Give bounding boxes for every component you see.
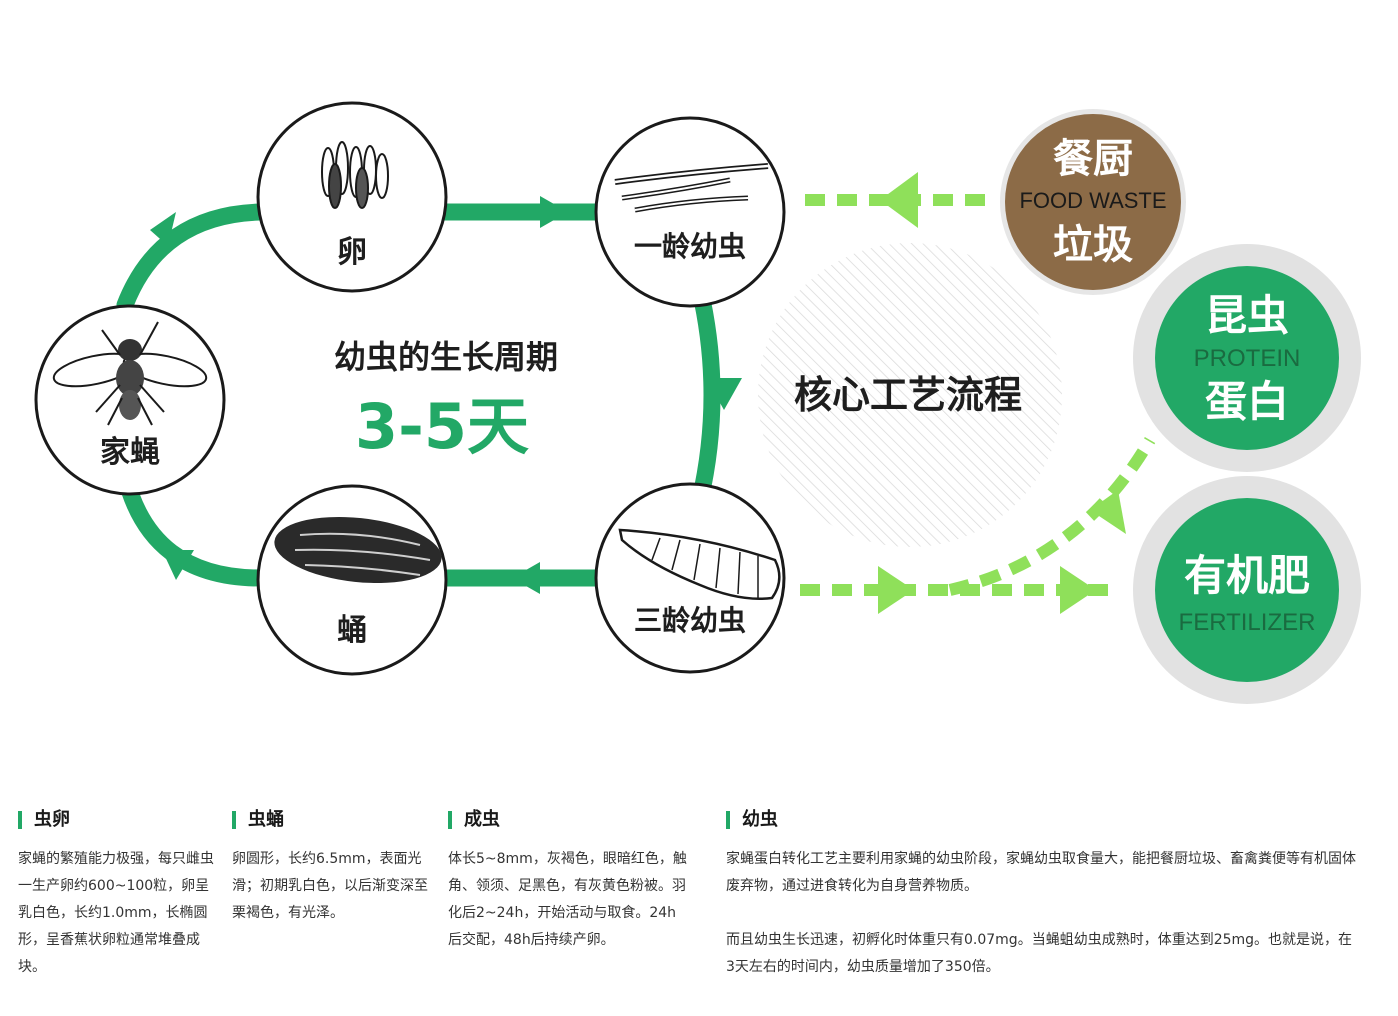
info-egg-text: 家蝇的繁殖能力极强，每只雌虫一生产卵约600~100粒，卵呈乳白色，长约1.0m… bbox=[18, 851, 214, 975]
arrow-fly-to-egg bbox=[150, 212, 176, 246]
info-pupa-title: 虫蛹 bbox=[232, 808, 428, 832]
info-pupa: 虫蛹 卵圆形，长约6.5mm，表面光滑；初期乳白色，以后渐变深至栗褐色，有光泽。 bbox=[232, 808, 428, 927]
stage-pupa: 蛹 bbox=[256, 484, 448, 676]
stage-third-instar: 三龄幼虫 bbox=[594, 482, 786, 674]
food-waste-cn-bottom: 垃圾 bbox=[1053, 221, 1133, 268]
stage-first-instar: 一龄幼虫 bbox=[594, 116, 786, 308]
cycle-title: 幼虫的生长周期 bbox=[334, 338, 558, 376]
stage-fly: 家蝇 bbox=[34, 304, 226, 496]
arrow-third-to-pupa bbox=[512, 562, 540, 594]
protein-cn-top: 昆虫 bbox=[1205, 291, 1289, 340]
food-waste-en: FOOD WASTE bbox=[1019, 188, 1166, 213]
stage-egg: 卵 bbox=[256, 101, 448, 293]
fertilizer-en: FERTILIZER bbox=[1179, 609, 1316, 636]
process-hatch-circle bbox=[758, 243, 1062, 547]
pupa-icon bbox=[274, 516, 442, 584]
small-larva-icon bbox=[614, 163, 769, 213]
info-adult-text: 体长5~8mm，灰褐色，眼暗红色，触角、领须、足黑色，有灰黄色粉被。羽化后2~2… bbox=[448, 851, 687, 948]
info-egg-title: 虫卵 bbox=[18, 808, 214, 832]
stage-label-egg: 卵 bbox=[337, 235, 367, 270]
protein-badge: 昆虫 PROTEIN 蛋白 bbox=[1133, 244, 1361, 472]
info-egg: 虫卵 家蝇的繁殖能力极强，每只雌虫一生产卵约600~100粒，卵呈乳白色，长约1… bbox=[18, 808, 214, 981]
stage-label-third-instar: 三龄幼虫 bbox=[634, 604, 746, 637]
fertilizer-cn: 有机肥 bbox=[1184, 551, 1310, 600]
stage-label-first-instar: 一龄幼虫 bbox=[634, 230, 746, 263]
flow-larva-to-protein bbox=[948, 436, 1156, 596]
food-waste-badge: 餐厨 FOOD WASTE 垃圾 bbox=[1000, 109, 1186, 295]
protein-en: PROTEIN bbox=[1194, 345, 1301, 372]
info-pupa-text: 卵圆形，长约6.5mm，表面光滑；初期乳白色，以后渐变深至栗褐色，有光泽。 bbox=[232, 851, 428, 921]
stage-label-fly: 家蝇 bbox=[100, 435, 160, 470]
housefly-icon bbox=[52, 321, 208, 426]
process-title: 核心工艺流程 bbox=[794, 373, 1022, 417]
info-larva-text-1: 家蝇蛋白转化工艺主要利用家蝇的幼虫阶段，家蝇幼虫取食量大，能把餐厨垃圾、畜禽粪便… bbox=[726, 851, 1356, 894]
life-cycle-diagram: 卵 一龄幼虫 三龄幼虫 bbox=[34, 101, 1361, 704]
arrow-larva-down bbox=[706, 378, 742, 410]
info-adult-title: 成虫 bbox=[448, 808, 688, 832]
protein-cn-bottom: 蛋白 bbox=[1205, 377, 1289, 426]
arrow-pupa-to-fly bbox=[162, 550, 194, 580]
info-larva-text-2: 而且幼虫生长迅速，初孵化时体重只有0.07mg。当蝇蛆幼虫成熟时，体重达到25m… bbox=[726, 932, 1353, 975]
info-larva-title: 幼虫 bbox=[726, 808, 1360, 832]
egg-cluster-icon bbox=[321, 141, 389, 209]
info-larva: 幼虫 家蝇蛋白转化工艺主要利用家蝇的幼虫阶段，家蝇幼虫取食量大，能把餐厨垃圾、畜… bbox=[726, 808, 1360, 981]
stage-label-pupa: 蛹 bbox=[337, 613, 367, 648]
fertilizer-badge: 有机肥 FERTILIZER bbox=[1133, 476, 1361, 704]
cycle-days: 3-5天 bbox=[355, 390, 529, 463]
info-adult: 成虫 体长5~8mm，灰褐色，眼暗红色，触角、领须、足黑色，有灰黄色粉被。羽化后… bbox=[448, 808, 688, 954]
food-waste-cn-top: 餐厨 bbox=[1053, 135, 1133, 182]
arrow-egg-to-larva bbox=[540, 196, 568, 228]
flow-food-to-larva bbox=[800, 172, 985, 228]
large-larva-icon bbox=[618, 528, 781, 600]
